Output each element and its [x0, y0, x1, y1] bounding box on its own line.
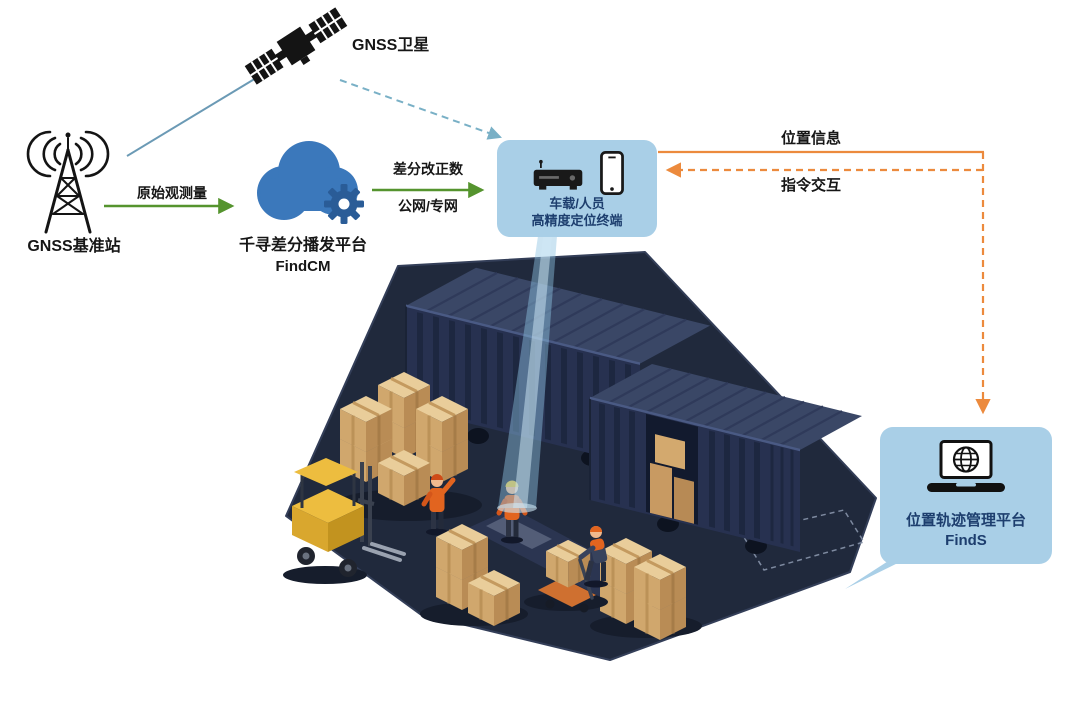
platform-card-icon-wrap: [923, 440, 1009, 503]
positioning-beam: [497, 236, 557, 513]
laptop-globe-icon: [927, 440, 1005, 492]
terminal-card-title-line2: 高精度定位终端: [531, 213, 623, 228]
platform-card-tail: [845, 556, 912, 589]
gear-icon: [324, 184, 364, 224]
forklift-icon: [283, 458, 406, 584]
command-interaction-label: 指令交互: [780, 177, 841, 194]
base-station-label: GNSS基准站: [27, 238, 121, 255]
worker-figure: [578, 526, 608, 588]
satellite-label: GNSS卫星: [352, 37, 430, 54]
pallet-stack-right: [590, 536, 702, 642]
container-2: [589, 364, 862, 552]
correction-data-label: 差分改正数: [393, 161, 463, 177]
link-satellite-basestation: [126, 71, 267, 157]
container-1: [405, 267, 710, 466]
warehouse-illustration: [283, 251, 877, 661]
position-info-label: 位置信息: [780, 130, 841, 147]
cloud-gear-icon: [257, 141, 364, 224]
smartphone-icon: [600, 151, 624, 195]
raw-observation-label: 原始观测量: [137, 185, 207, 201]
vehicle-terminal-icon: [533, 159, 583, 190]
terminal-card: 车载/人员 高精度定位终端: [497, 140, 657, 237]
pallet-stack-center: [420, 522, 528, 628]
cloud-platform-name: 千寻差分播发平台: [238, 237, 367, 254]
platform-card-title-line1: 位置轨迹管理平台: [905, 512, 1026, 529]
floor-mat: [486, 516, 552, 549]
radio-tower-icon: [26, 130, 110, 234]
gnss-satellite-icon: [244, 7, 348, 85]
link-satellite-terminal: [339, 79, 502, 140]
terminal-card-icons: [530, 149, 624, 195]
platform-card: 位置轨迹管理平台 FindS: [880, 427, 1052, 564]
cloud-platform-product: FindCM: [275, 258, 331, 275]
worker-figure: [421, 474, 456, 536]
terminal-card-title-line1: 车载/人员: [549, 196, 605, 211]
containers: [405, 267, 862, 552]
pallet-jack: [524, 538, 608, 613]
network-type-label: 公网/专网: [398, 198, 458, 214]
platform-card-title-line2: FindS: [945, 532, 987, 549]
